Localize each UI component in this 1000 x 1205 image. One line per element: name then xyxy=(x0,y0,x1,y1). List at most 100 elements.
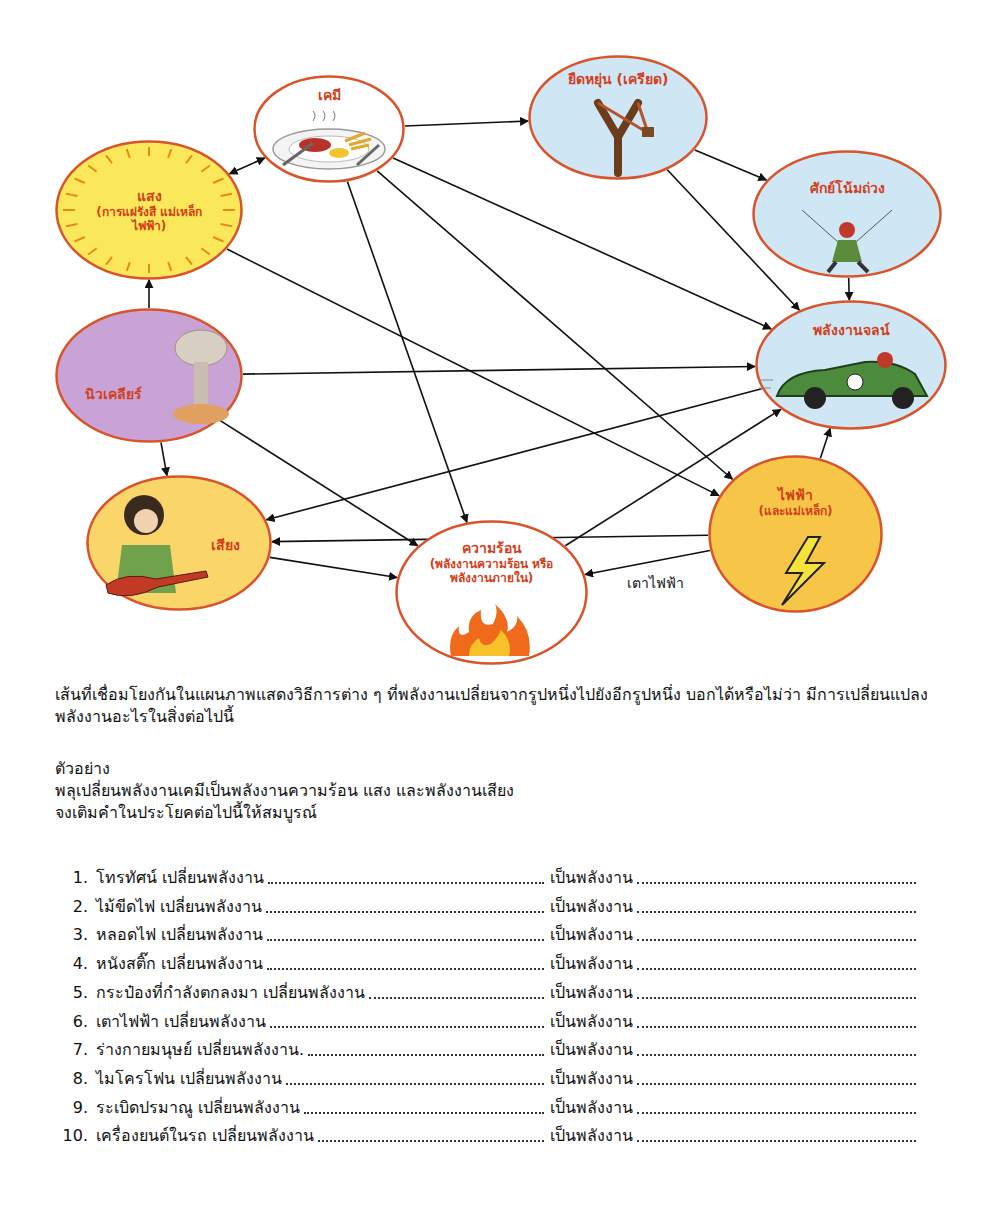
dotted-blank xyxy=(637,939,916,941)
energy-arrow xyxy=(229,158,264,174)
node-title: ยืดหยุ่น (เครียด) xyxy=(568,71,669,88)
item-number: 7. xyxy=(62,1039,88,1061)
energy-ellipse: ไฟฟ้า(และแม่เหล็ก) xyxy=(708,455,883,613)
fill-in-row: เป็นพลังงาน xyxy=(550,1125,920,1147)
fill-in-row: เป็นพลังงาน xyxy=(550,1011,920,1033)
fill-in-row: เป็นพลังงาน xyxy=(550,953,920,975)
dotted-blank xyxy=(637,997,916,999)
node-subtitle: (และแม่เหล็ก) xyxy=(759,504,833,518)
item-number: 8. xyxy=(62,1068,88,1090)
item-text: เตาไฟฟ้า เปลี่ยนพลังงาน xyxy=(96,1011,266,1033)
item-text: เป็นพลังงาน xyxy=(550,1125,633,1147)
node-title: พลังงานจลน์ xyxy=(813,322,890,339)
node-title: แสง xyxy=(137,188,162,205)
dotted-blank xyxy=(268,882,544,884)
energy-ellipse: เสียง xyxy=(86,475,272,611)
energy-arrow xyxy=(393,158,771,329)
node-text: แสง(การแผ่รังสี แม่เหล็กไฟฟ้า) xyxy=(84,188,214,234)
item-text: เครื่องยนต์ในรถ เปลี่ยนพลังงาน xyxy=(96,1125,314,1147)
item-text: เป็นพลังงาน xyxy=(550,896,633,918)
parachutist xyxy=(752,150,942,278)
dotted-blank xyxy=(318,1140,544,1142)
dotted-blank xyxy=(637,882,916,884)
fill-in-row: เป็นพลังงาน xyxy=(550,1039,920,1061)
energy-ellipse: เคมี xyxy=(253,75,405,183)
energy-ellipse: พลังงานจลน์ xyxy=(755,300,947,430)
energy-ellipse: ความร้อน(พลังงานความร้อน หรือพลังงานภายใ… xyxy=(395,520,588,665)
node-subtitle: (การแผ่รังสี แม่เหล็กไฟฟ้า) xyxy=(84,205,214,234)
item-number: 5. xyxy=(62,982,88,1004)
node-text: ไฟฟ้า(และแม่เหล็ก) xyxy=(731,487,861,518)
node-text: พลังงานจลน์ xyxy=(776,322,926,339)
item-text: หนังสติ๊ก เปลี่ยนพลังงาน xyxy=(96,953,263,975)
fill-in-row: 1.โทรทัศน์ เปลี่ยนพลังงาน xyxy=(62,867,548,889)
dotted-blank xyxy=(637,1026,916,1028)
item-number: 9. xyxy=(62,1097,88,1119)
fill-in-row: 6. เตาไฟฟ้า เปลี่ยนพลังงาน xyxy=(62,1011,548,1033)
dotted-blank xyxy=(637,1140,916,1142)
dotted-blank xyxy=(637,968,916,970)
energy-arrow xyxy=(377,171,732,479)
node-subtitle: (พลังงานความร้อน หรือพลังงานภายใน) xyxy=(417,557,567,586)
node-title: เคมี xyxy=(318,87,341,104)
item-text: ระเบิดปรมาณู เปลี่ยนพลังงาน xyxy=(96,1097,300,1119)
item-text: ไม้ขีดไฟ เปลี่ยนพลังงาน xyxy=(96,896,262,918)
item-text: เป็นพลังงาน xyxy=(550,953,633,975)
item-text: เป็นพลังงาน xyxy=(550,867,633,889)
energy-arrow xyxy=(695,150,767,180)
item-text: เป็นพลังงาน xyxy=(550,924,633,946)
energy-ellipse: แสง(การแผ่รังสี แม่เหล็กไฟฟ้า) xyxy=(55,140,243,280)
dotted-blank xyxy=(270,1026,544,1028)
fill-in-row: 3.หลอดไฟ เปลี่ยนพลังงาน xyxy=(62,924,548,946)
item-text: ไมโครโฟน เปลี่ยนพลังงาน xyxy=(96,1068,282,1090)
fill-in-row: 9. ระเบิดปรมาณู เปลี่ยนพลังงาน xyxy=(62,1097,548,1119)
item-number: 4. xyxy=(62,953,88,975)
item-text: กระป๋องที่กำลังตกลงมา เปลี่ยนพลังงาน xyxy=(96,982,365,1004)
energy-arrow xyxy=(227,249,719,496)
item-number: 10. xyxy=(62,1125,88,1147)
dotted-blank xyxy=(637,1083,916,1085)
node-text: เสียง xyxy=(185,537,265,554)
energy-arrow xyxy=(405,121,528,126)
energy-arrow xyxy=(270,557,397,577)
fill-in-row: เป็นพลังงาน xyxy=(550,1097,920,1119)
item-number: 3. xyxy=(62,924,88,946)
node-text: ศักย์โน้มถ่วง xyxy=(772,180,922,197)
item-text: เป็นพลังงาน xyxy=(550,1011,633,1033)
fill-in-row: 10. เครื่องยนต์ในรถ เปลี่ยนพลังงาน xyxy=(62,1125,548,1147)
node-title: นิวเคลียร์ xyxy=(85,386,142,403)
fill-in-row: เป็นพลังงาน xyxy=(550,1068,920,1090)
fill-in-row: เป็นพลังงาน xyxy=(550,982,920,1004)
fill-in-row: เป็นพลังงาน xyxy=(550,924,920,946)
dotted-blank xyxy=(266,911,544,913)
fill-in-row: 5. กระป๋องที่กำลังตกลงมา เปลี่ยนพลังงาน xyxy=(62,982,548,1004)
node-title: เสียง xyxy=(211,537,240,554)
item-text: เป็นพลังงาน xyxy=(550,1039,633,1061)
dotted-blank xyxy=(637,911,916,913)
fill-in-row: เป็นพลังงาน xyxy=(550,896,920,918)
edge-label: เตาไฟฟ้า xyxy=(624,572,687,594)
example-heading: ตัวอย่าง xyxy=(55,758,110,780)
energy-arrow xyxy=(161,442,167,475)
node-title: ไฟฟ้า xyxy=(778,487,813,504)
dotted-blank xyxy=(637,1112,916,1114)
mushroom-cloud xyxy=(55,308,243,443)
item-text: เป็นพลังงาน xyxy=(550,982,633,1004)
example-text: พลุเปลี่ยนพลังงานเคมีเป็นพลังงานความร้อน… xyxy=(55,780,514,802)
dotted-blank xyxy=(308,1054,544,1056)
dotted-blank xyxy=(267,968,544,970)
energy-arrow xyxy=(820,428,830,458)
item-text: ร่างกายมนุษย์ เปลี่ยนพลังงาน. xyxy=(96,1039,304,1061)
dotted-blank xyxy=(637,1054,916,1056)
fill-in-row: เป็นพลังงาน xyxy=(550,867,920,889)
lightning-bolt xyxy=(708,455,883,613)
item-number: 6. xyxy=(62,1011,88,1033)
node-title: ความร้อน xyxy=(462,540,522,557)
racing-car xyxy=(755,300,947,430)
node-text: นิวเคลียร์ xyxy=(63,386,163,403)
guitar-player xyxy=(86,475,272,611)
item-text: เป็นพลังงาน xyxy=(550,1068,633,1090)
ellipse-outline xyxy=(55,308,243,443)
fill-in-row: 2.ไม้ขีดไฟ เปลี่ยนพลังงาน xyxy=(62,896,548,918)
energy-ellipse: ยืดหยุ่น (เครียด) xyxy=(528,55,708,180)
